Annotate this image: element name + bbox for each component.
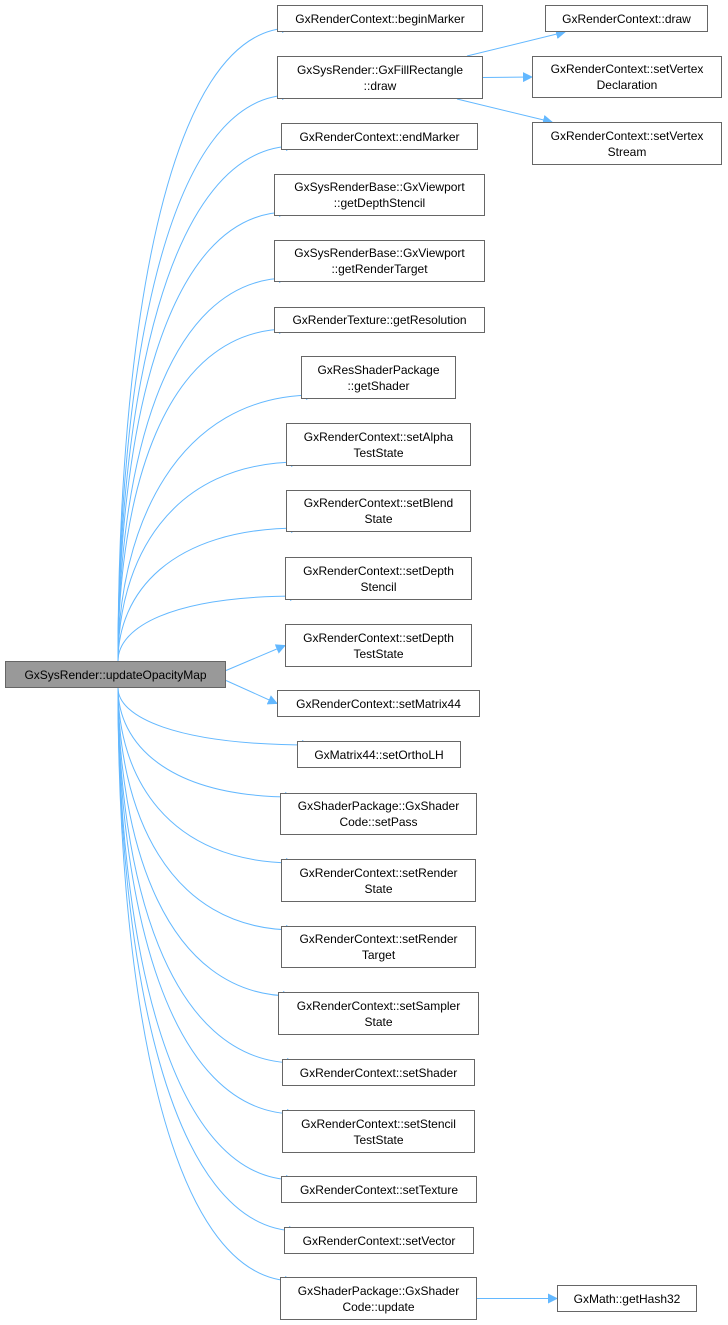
edge-fillRectDraw-to-rcDraw — [466, 29, 566, 57]
edge-root-to-getShader — [117, 390, 316, 662]
node-set-vertex-stream[interactable]: GxRenderContext::setVertex Stream — [532, 122, 722, 165]
edge-root-to-setAlphaTestState — [117, 457, 301, 662]
edge-root-to-setBlendState — [117, 523, 301, 662]
node-set-ortho-l-h[interactable]: GxMatrix44::setOrthoLH — [297, 741, 461, 768]
edge-fillRectDraw-to-setVertexDeclaration — [482, 72, 533, 83]
edge-root-to-setRenderTarget — [117, 687, 296, 935]
node-set-depth-test-state[interactable]: GxRenderContext::setDepth TestState — [285, 624, 472, 667]
node-set-matrix44[interactable]: GxRenderContext::setMatrix44 — [277, 690, 480, 717]
node-set-depth-stencil[interactable]: GxRenderContext::setDepth Stencil — [285, 557, 472, 600]
node-shader-update[interactable]: GxShaderPackage::GxShader Code::update — [280, 1277, 477, 1320]
node-set-blend-state[interactable]: GxRenderContext::setBlend State — [286, 490, 471, 532]
node-set-render-target[interactable]: GxRenderContext::setRender Target — [281, 926, 476, 968]
node-end-marker[interactable]: GxRenderContext::endMarker — [281, 123, 478, 150]
edge-root-to-setVector — [117, 687, 299, 1236]
edge-root-to-getRenderTarget — [117, 273, 289, 662]
node-set-sampler-state[interactable]: GxRenderContext::setSampler State — [278, 992, 479, 1035]
edge-root-to-setStencilTestState — [117, 687, 297, 1119]
edge-root-to-shaderUpdate — [117, 687, 295, 1286]
node-fill-rect-draw[interactable]: GxSysRender::GxFillRectangle ::draw — [277, 56, 483, 99]
edge-root-to-setMatrix44 — [225, 680, 278, 705]
node-rc-draw[interactable]: GxRenderContext::draw — [545, 5, 708, 32]
edge-root-to-setDepthStencil — [117, 591, 300, 662]
node-get-render-target[interactable]: GxSysRenderBase::GxViewport ::getRenderT… — [274, 240, 485, 282]
node-get-resolution[interactable]: GxRenderTexture::getResolution — [274, 307, 485, 333]
node-begin-marker[interactable]: GxRenderContext::beginMarker — [277, 5, 483, 32]
node-set-vector[interactable]: GxRenderContext::setVector — [284, 1227, 474, 1254]
node-set-render-state[interactable]: GxRenderContext::setRender State — [281, 859, 476, 902]
edge-root-to-setDepthTestState — [225, 644, 286, 671]
node-set-texture[interactable]: GxRenderContext::setTexture — [281, 1176, 477, 1203]
edge-root-to-setTexture — [117, 687, 296, 1185]
node-root[interactable]: GxSysRender::updateOpacityMap — [5, 661, 226, 688]
edge-root-to-setPass — [117, 687, 295, 802]
node-set-shader[interactable]: GxRenderContext::setShader — [282, 1059, 475, 1086]
edge-root-to-endMarker — [117, 141, 296, 662]
edge-fillRectDraw-to-setVertexStream — [456, 98, 553, 125]
node-get-shader[interactable]: GxResShaderPackage ::getShader — [301, 356, 456, 399]
edge-root-to-beginMarker — [117, 23, 292, 662]
edge-root-to-getDepthStencil — [117, 207, 289, 662]
node-set-stencil-test-state[interactable]: GxRenderContext::setStencil TestState — [282, 1110, 475, 1153]
node-get-hash32[interactable]: GxMath::getHash32 — [557, 1285, 697, 1312]
node-set-alpha-test-state[interactable]: GxRenderContext::setAlpha TestState — [286, 423, 471, 466]
edge-root-to-setRenderState — [117, 687, 296, 868]
edge-root-to-getResolution — [117, 324, 289, 662]
node-get-depth-stencil[interactable]: GxSysRenderBase::GxViewport ::getDepthSt… — [274, 174, 485, 216]
edge-root-to-setShader — [117, 687, 297, 1068]
node-set-vertex-declaration[interactable]: GxRenderContext::setVertex Declaration — [532, 56, 722, 98]
edge-root-to-fillRectDraw — [117, 90, 292, 662]
edge-root-to-setSamplerState — [117, 687, 293, 1001]
edge-root-to-setOrthoLH — [117, 687, 312, 750]
node-set-pass[interactable]: GxShaderPackage::GxShader Code::setPass — [280, 793, 477, 835]
